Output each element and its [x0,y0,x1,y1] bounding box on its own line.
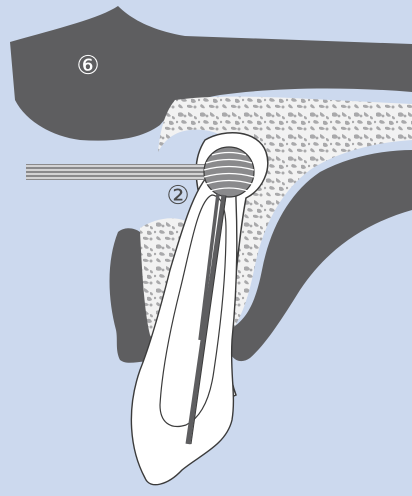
ball-tip [204,147,254,197]
label-upper: ⑥ [76,51,99,81]
label-lower: ② [166,181,189,211]
instrument-shaft [26,164,222,180]
